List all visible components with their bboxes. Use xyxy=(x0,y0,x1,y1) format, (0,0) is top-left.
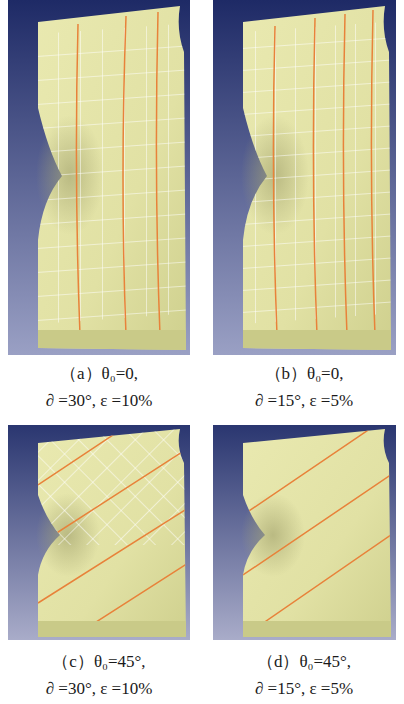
panel-caption: （b）θ₀=0, ∂ =15°, ε =5% xyxy=(255,364,353,410)
panel-caption: （a）θ₀=0, ∂ =30°, ε =10% xyxy=(46,364,153,410)
panel-caption-box: （c）θ₀=45°, ∂ =30°, ε =10% xyxy=(4,648,194,702)
panel-caption-box: （d）θ₀=45°, ∂ =15°, ε =5% xyxy=(209,648,399,702)
panel-caption-box: （a）θ₀=0, ∂ =30°, ε =10% xyxy=(4,360,194,414)
panel-caption: （d）θ₀=45°, ∂ =15°, ε =5% xyxy=(255,652,353,698)
panel-caption: （c）θ₀=45°, ∂ =30°, ε =10% xyxy=(46,652,153,698)
panel-caption-box: （b）θ₀=0, ∂ =15°, ε =5% xyxy=(209,360,399,414)
